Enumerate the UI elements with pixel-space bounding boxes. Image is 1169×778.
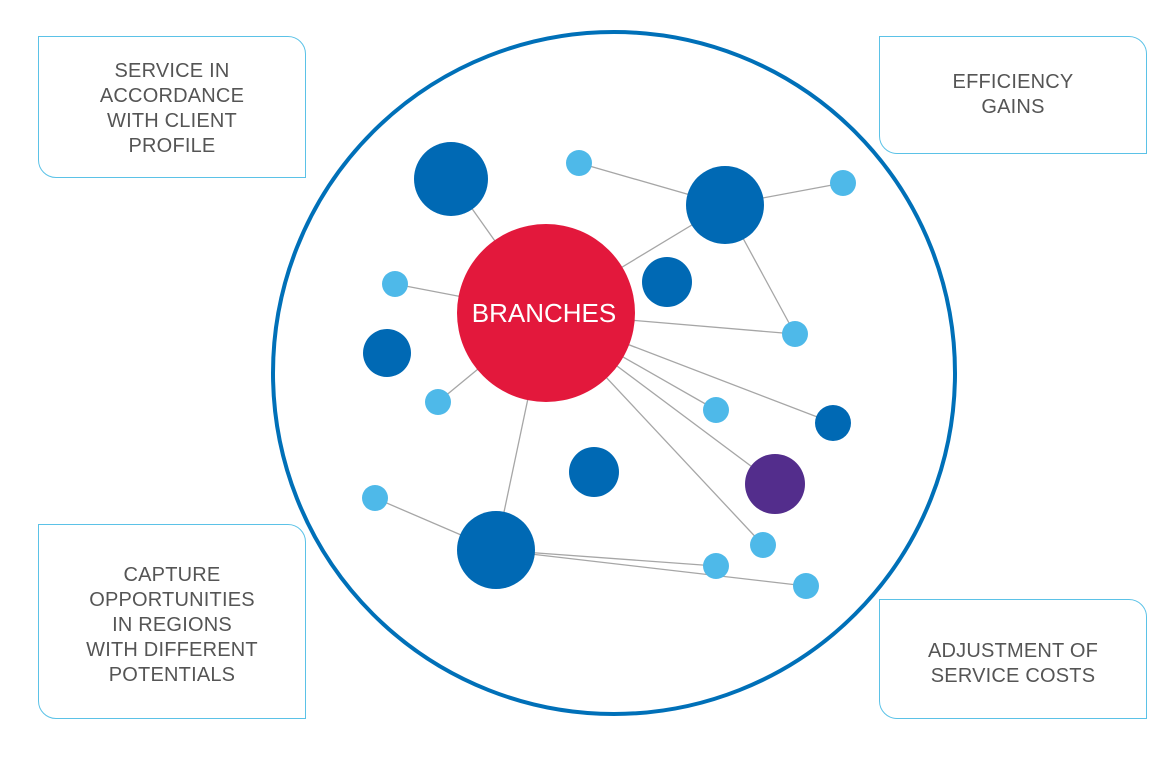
service-costs-label: ADJUSTMENT OF SERVICE COSTS — [927, 640, 1098, 687]
light-blue-node — [566, 150, 592, 176]
purple-node — [745, 454, 805, 514]
dark-blue-node — [686, 166, 764, 244]
service-client-profile-box: SERVICE IN ACCORDANCE WITH CLIENT PROFIL… — [38, 36, 306, 178]
light-blue-node — [782, 321, 808, 347]
service-client-profile-label: SERVICE IN ACCORDANCE WITH CLIENT PROFIL… — [99, 60, 245, 157]
efficiency-gains-box: EFFICIENCY GAINS — [879, 36, 1147, 154]
efficiency-gains-label: EFFICIENCY GAINS — [952, 71, 1074, 118]
dark-blue-node — [815, 405, 851, 441]
light-blue-node — [750, 532, 776, 558]
light-blue-node — [382, 271, 408, 297]
dark-blue-node — [457, 511, 535, 589]
dark-blue-node — [569, 447, 619, 497]
capture-opportunities-label: CAPTURE OPPORTUNITIES IN REGIONS WITH DI… — [86, 564, 258, 686]
light-blue-node — [703, 553, 729, 579]
dark-blue-node — [414, 142, 488, 216]
service-costs-box: ADJUSTMENT OF SERVICE COSTS — [879, 599, 1147, 719]
light-blue-node — [703, 397, 729, 423]
connector — [495, 549, 807, 587]
dark-blue-node — [363, 329, 411, 377]
capture-opportunities-box: CAPTURE OPPORTUNITIES IN REGIONS WITH DI… — [38, 524, 306, 719]
light-blue-node — [362, 485, 388, 511]
light-blue-node — [830, 170, 856, 196]
light-blue-node — [425, 389, 451, 415]
dark-blue-node — [642, 257, 692, 307]
branches-label: BRANCHES — [472, 298, 616, 328]
nodes — [362, 142, 856, 599]
outer-ring — [271, 30, 957, 716]
light-blue-node — [793, 573, 819, 599]
branches-center-node — [457, 224, 635, 402]
